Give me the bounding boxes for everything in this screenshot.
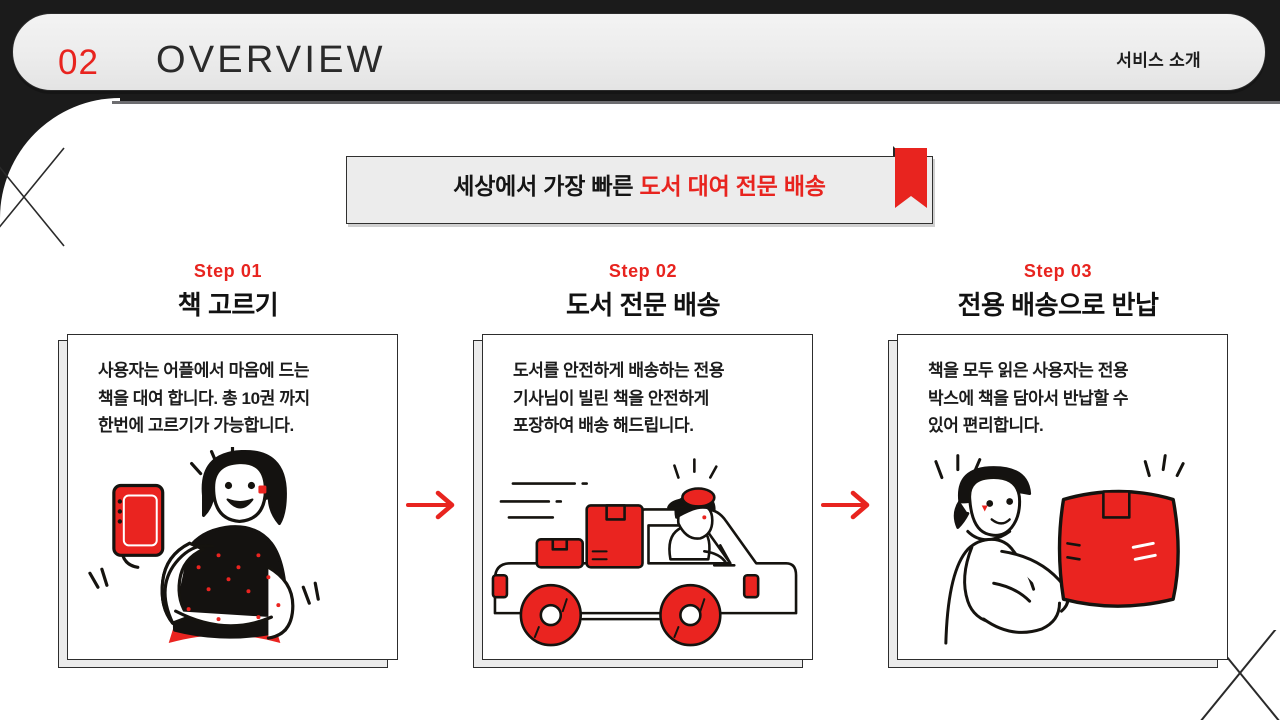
headline-black-part: 세상에서 가장 빠른 bbox=[453, 173, 634, 199]
step-kicker: Step 01 bbox=[193, 261, 263, 281]
band-corner-cut bbox=[0, 98, 120, 218]
arrow-step1-to-step2 bbox=[404, 487, 464, 523]
step-kicker: Step 03 bbox=[1023, 261, 1093, 281]
section-number: 02 bbox=[58, 43, 99, 82]
step-heading-2: Step 02 도서 전문 배송 bbox=[473, 262, 813, 318]
arrow-right-icon bbox=[406, 490, 455, 520]
step-card-1: 사용자는 어플에서 마음에 드는 책을 대여 합니다. 총 10권 까지 한번에… bbox=[58, 334, 398, 668]
card-body-text: 사용자는 어플에서 마음에 드는 책을 대여 합니다. 총 10권 까지 한번에… bbox=[98, 361, 310, 436]
headline-banner: 세상에서 가장 빠른 도서 대여 전문 배송 bbox=[346, 156, 933, 224]
step-kicker: Step 02 bbox=[608, 261, 678, 281]
headline-banner-text: 세상에서 가장 빠른 도서 대여 전문 배송 bbox=[347, 175, 932, 198]
card-panel: 책을 모두 읽은 사용자는 전용 박스에 책을 담아서 반납할 수 있어 편리합… bbox=[897, 334, 1228, 660]
header-underline bbox=[112, 101, 1280, 104]
card-panel: 도서를 안전하게 배송하는 전용 기사님이 빌린 책을 안전하게 포장하여 배송… bbox=[482, 334, 813, 660]
step-title: 전용 배송으로 반납 bbox=[957, 290, 1159, 320]
card-panel: 사용자는 어플에서 마음에 드는 책을 대여 합니다. 총 10권 까지 한번에… bbox=[67, 334, 398, 660]
x-cross-icon bbox=[0, 147, 65, 247]
step-title: 도서 전문 배송 bbox=[566, 290, 720, 320]
delivery-truck-illustration bbox=[483, 447, 812, 657]
arrow-right-icon bbox=[821, 490, 870, 520]
header-subtitle: 서비스 소개 bbox=[1116, 51, 1201, 70]
bookmark-ribbon bbox=[891, 146, 931, 218]
step-card-2: 도서를 안전하게 배송하는 전용 기사님이 빌린 책을 안전하게 포장하여 배송… bbox=[473, 334, 813, 668]
headline-red-part: 도서 대여 전문 배송 bbox=[639, 173, 826, 199]
man-holding-box-illustration bbox=[898, 447, 1227, 657]
step-heading-3: Step 03 전용 배송으로 반납 bbox=[888, 262, 1228, 318]
step-card-3: 책을 모두 읽은 사용자는 전용 박스에 책을 담아서 반납할 수 있어 편리합… bbox=[888, 334, 1228, 668]
step-heading-1: Step 01 책 고르기 bbox=[58, 262, 398, 318]
card-body-text: 도서를 안전하게 배송하는 전용 기사님이 빌린 책을 안전하게 포장하여 배송… bbox=[513, 361, 725, 436]
page-title: OVERVIEW bbox=[156, 39, 386, 81]
arrow-step2-to-step3 bbox=[819, 487, 879, 523]
step-title: 책 고르기 bbox=[177, 290, 279, 320]
card-body-text: 책을 모두 읽은 사용자는 전용 박스에 책을 담아서 반납할 수 있어 편리합… bbox=[928, 361, 1129, 436]
header-pill: 02 OVERVIEW 서비스 소개 bbox=[12, 13, 1266, 91]
bookmark-ribbon-icon bbox=[893, 146, 927, 208]
cross-mark-left bbox=[0, 142, 84, 254]
woman-with-phone-illustration bbox=[68, 447, 397, 657]
